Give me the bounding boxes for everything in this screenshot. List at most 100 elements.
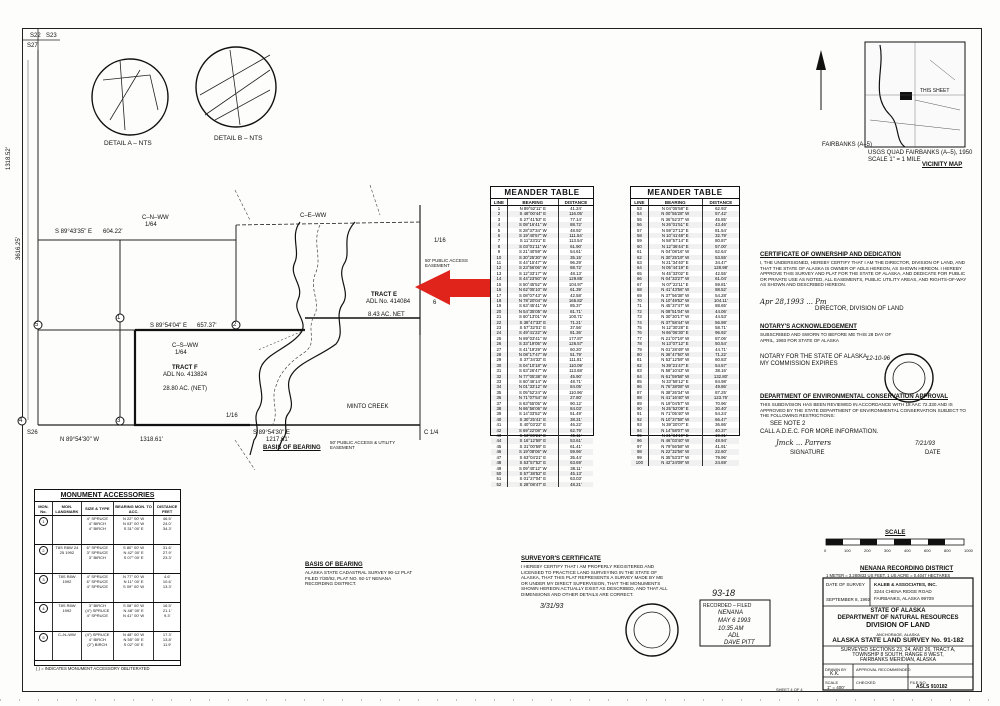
table-cell: 62.93' (715, 206, 727, 211)
table-cell: S 23°56'06" W (507, 265, 559, 271)
dec-sig-label: SIGNATURE (790, 450, 825, 456)
table-cell: 70 (631, 297, 649, 304)
corner-left-2: S26 (27, 430, 38, 436)
table-cell: S 48°00'44" E (507, 211, 559, 217)
table-cell: 94 (631, 427, 649, 434)
table-cell: N 61°59'58" W (648, 373, 703, 379)
dec-call: CALL A.D.E.C. FOR MORE INFORMATION. (760, 429, 879, 435)
table-cell: 59.96' (558, 449, 593, 455)
table-cell: 53.61' (558, 438, 593, 444)
table-cell: 89 (631, 400, 649, 407)
table-cell: N 45°37'47" W (648, 303, 703, 309)
table-cell: 6 (491, 233, 508, 239)
scale-tick-label: 300 (884, 548, 891, 553)
monument-bearing: N 48° 00' W N 55° 00' E S 02° 00' E (113, 631, 155, 661)
table-cell: N 10°37'58" W (648, 416, 703, 423)
table-cell: 57.00' (702, 243, 739, 250)
meander-table-1-title: MEANDER TABLE (491, 187, 593, 199)
table-cell: N 39°21'47" E (648, 362, 703, 369)
monument-landmark: T8S R8W 1992 (52, 573, 82, 603)
notary-text: SUBSCRIBED AND SWORN TO BEFORE ME THIS 2… (760, 332, 892, 343)
notary-exp-date: 12-10-96 (866, 356, 891, 362)
table-cell: 49 (491, 465, 508, 471)
table-cell: 14 (491, 276, 508, 282)
table-cell: S 30°25'30" W (507, 254, 559, 261)
notary-exp-label: MY COMMISSION EXPIRES (760, 361, 838, 367)
corner-left-1: S27 (27, 43, 38, 49)
table-cell: 48.13' (570, 270, 582, 276)
table-cell: 93 (631, 422, 649, 428)
meander-header: DISTANCE (702, 199, 739, 206)
table-cell: 63.69' (558, 460, 593, 466)
scale-tick-label: 1000 (964, 548, 973, 553)
table-cell: S 08°16'41" W (507, 222, 559, 228)
table-cell: 48 (491, 460, 508, 466)
table-cell: 29 (491, 357, 508, 363)
table-cell: 30 (491, 362, 508, 369)
meander-header: LINE (631, 199, 649, 206)
monument-header: BEARING MON. TO ACC. (113, 502, 155, 516)
table-cell: 128.98' (702, 265, 739, 271)
table-cell: 60 (631, 243, 649, 250)
table-cell: S 63°45'41" W (507, 303, 559, 309)
dist-bottom: 1318.61' (140, 437, 163, 443)
table-cell: N 89°03'41" W (507, 335, 559, 342)
table-cell: 61.90' (558, 243, 593, 250)
table-cell: 60.20' (570, 346, 582, 352)
monument-2: 2 (233, 322, 237, 328)
table-cell: 80 (631, 351, 649, 358)
table-cell: 67 (631, 281, 649, 288)
cs-ww-sub: 1/64 (175, 350, 187, 356)
table-cell: 69 (631, 292, 649, 298)
table-cell: N 54°35'05" W (507, 308, 559, 315)
table-cell: N 71°07'54" W (507, 395, 559, 401)
basis-bearing-label: BASIS OF BEARING (263, 445, 321, 451)
table-cell: 37.56' (570, 324, 582, 330)
detail-a-label: DETAIL A – NTS (104, 140, 152, 147)
minto-creek-label: MINTO CREEK (347, 404, 389, 410)
table-cell: N 35°53'37" W (648, 454, 703, 461)
table-cell: 3 (491, 216, 508, 223)
table-cell: 99 (631, 454, 649, 461)
table-cell: 100 (631, 460, 649, 466)
left-dim: 1318.52' (6, 147, 12, 170)
table-cell: S 40°03'22" E (507, 422, 559, 428)
table-cell: 10 (491, 254, 508, 261)
table-cell: N 37°58'44" W (648, 319, 703, 325)
left-dim-2: 3616.25' (16, 237, 22, 260)
table-cell: 91 (631, 411, 649, 417)
table-cell: S 60°13'01" W (507, 314, 559, 320)
table-cell: 35.15' (558, 254, 593, 261)
table-cell: 87 (631, 389, 649, 396)
tract-e-label: TRACT E (371, 292, 397, 298)
tract-e-adl: ADL No. 414084 (366, 299, 411, 305)
table-cell: 90 (631, 406, 649, 412)
table-cell: 51.79' (558, 351, 593, 358)
monument-header: MON. LANDMARK (52, 502, 82, 516)
table-cell: 110.09' (558, 362, 593, 369)
monument-dist: 17.3' 13.8' 11.9' (153, 631, 180, 661)
sheet-number: SHEET 4 OF 4 (776, 687, 803, 692)
recording-date: MAY 6 1993 (718, 618, 751, 624)
file-no-label: FILE NO. (910, 680, 927, 685)
dec-text: THIS SUBDIVISION HAS BEEN REVIEWED IN AC… (760, 402, 966, 419)
